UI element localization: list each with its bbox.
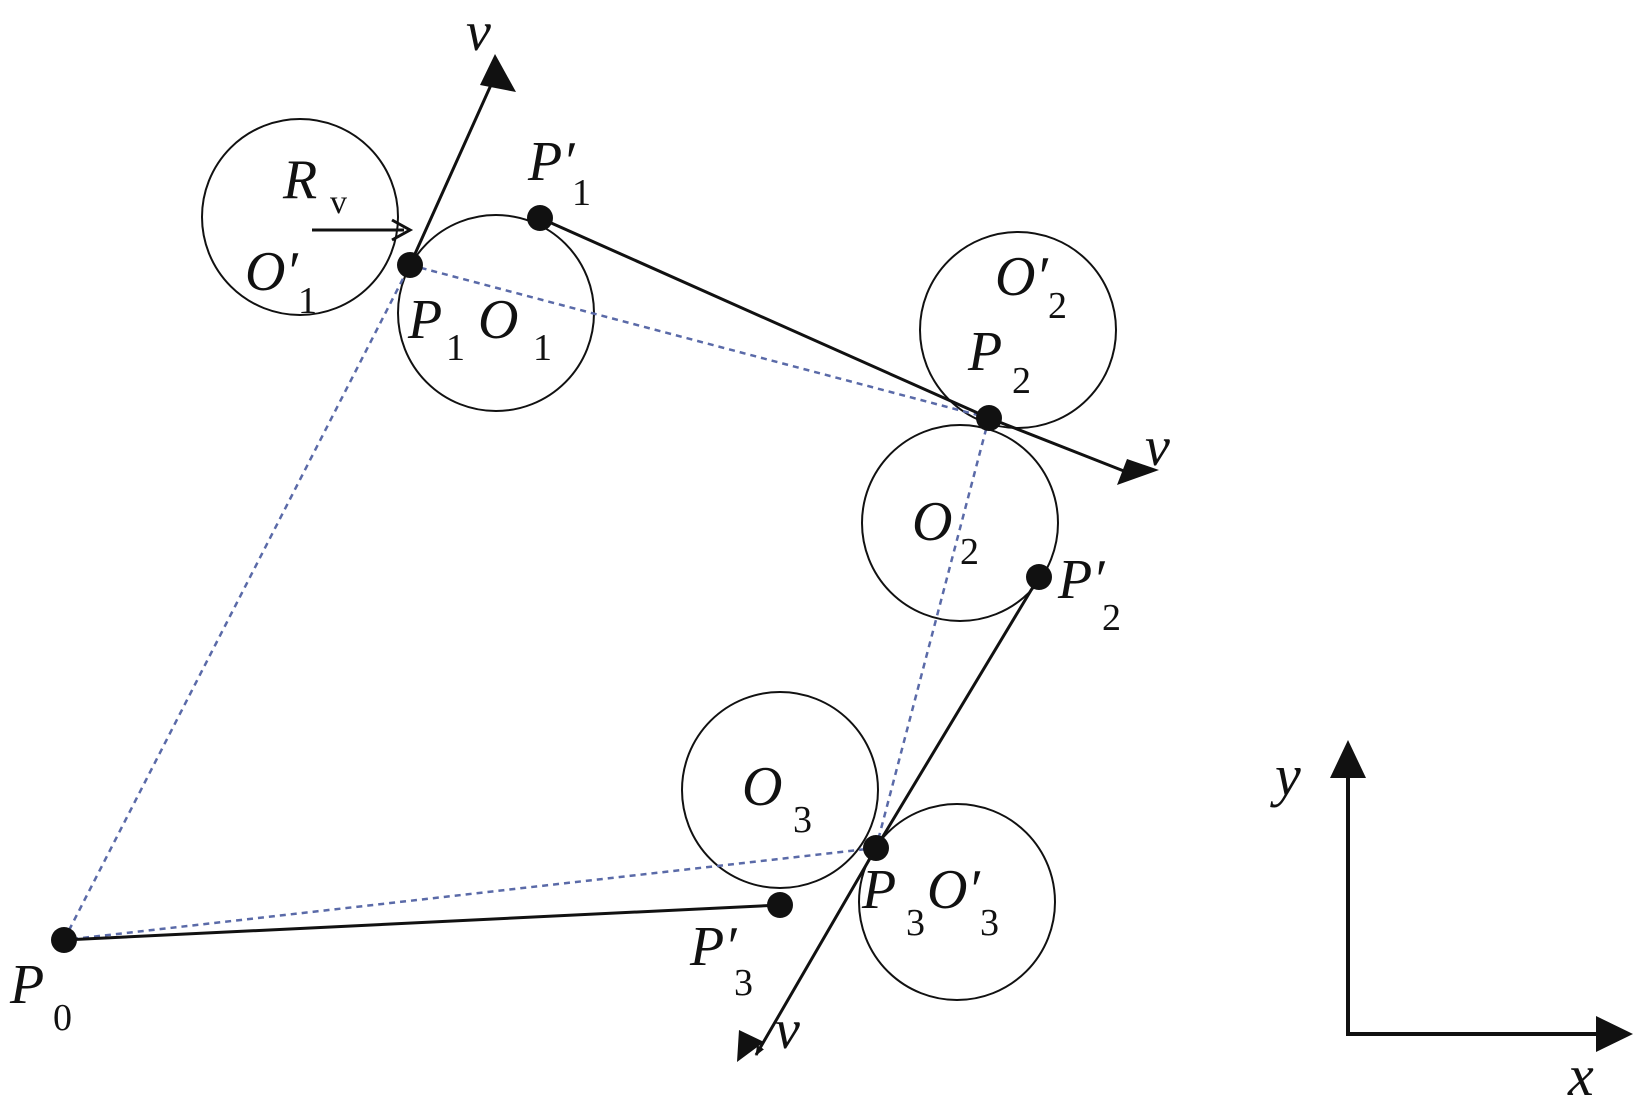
velocity-arrow-p2: [988, 416, 1135, 477]
label-P0: P: [9, 954, 44, 1016]
label-v-top: v: [466, 1, 491, 63]
label-O3p: O′: [927, 859, 980, 921]
velocity-arrow-p3: [754, 847, 878, 1056]
x-axis-arrowhead: [1596, 1016, 1633, 1052]
label-O2p-sub: 2: [1048, 285, 1067, 327]
coordinate-axes: [1330, 740, 1633, 1052]
point-P0: [51, 927, 77, 953]
radius-arrow: [312, 218, 414, 242]
label-axis-y: y: [1270, 743, 1301, 808]
circle-O3: [681, 691, 879, 889]
point-P3: [863, 835, 889, 861]
label-P3-sub: 3: [906, 902, 925, 944]
label-O1p: O′: [245, 241, 298, 303]
arrowhead-p2: [1117, 459, 1159, 485]
y-axis-arrowhead: [1330, 740, 1366, 778]
label-O1p-sub: 1: [298, 280, 317, 322]
label-P1p-sub: 1: [572, 172, 591, 214]
label-v-p2: v: [1145, 416, 1170, 478]
label-P2p: P′: [1057, 549, 1105, 611]
velocity-arrow-p1: [408, 75, 497, 266]
label-axis-x: x: [1567, 1043, 1594, 1103]
label-P3p-sub: 3: [734, 962, 753, 1004]
label-O2: O: [912, 491, 952, 553]
point-P1: [397, 252, 423, 278]
circle-O1p: [201, 118, 399, 316]
label-P2: P: [967, 321, 1002, 383]
label-O3-sub: 3: [793, 799, 812, 841]
arrowheads: [480, 54, 1159, 1062]
turning-circles: [201, 118, 1117, 1001]
label-P3: P: [861, 859, 896, 921]
label-P2p-sub: 2: [1102, 597, 1121, 639]
label-O2-sub: 2: [960, 531, 979, 573]
label-O1-sub: 1: [533, 327, 552, 369]
label-v-bottom: v: [775, 999, 800, 1061]
label-P1p: P′: [527, 131, 575, 193]
label-P2-sub: 2: [1012, 360, 1031, 402]
point-P2p: [1026, 564, 1052, 590]
label-P1: P: [407, 289, 442, 351]
point-P1p: [527, 205, 553, 231]
label-O3: O: [742, 756, 782, 818]
dashed-reference-path: [62, 263, 991, 942]
points: [51, 205, 1052, 953]
velocity-arrows: [408, 75, 1135, 1056]
label-Rv: R: [282, 149, 317, 211]
point-P2: [976, 405, 1002, 431]
label-O2p: O′: [995, 246, 1048, 308]
arrowhead-p3: [737, 1030, 764, 1062]
point-P3p: [767, 892, 793, 918]
label-O1: O: [478, 289, 518, 351]
label-P1-sub: 1: [446, 327, 465, 369]
arrowhead-p1: [480, 54, 516, 92]
labels: v v v R v O′ 1 P 1 O 1 P′ 1 O′ 2 P 2 O 2…: [9, 1, 1594, 1103]
solid-trajectory: [63, 216, 1041, 942]
circle-O2: [861, 424, 1059, 622]
label-P0-sub: 0: [53, 997, 72, 1039]
label-Rv-sub: v: [330, 184, 347, 221]
circle-O3p: [858, 803, 1056, 1001]
label-O3p-sub: 3: [980, 902, 999, 944]
label-P3p: P′: [689, 916, 737, 978]
